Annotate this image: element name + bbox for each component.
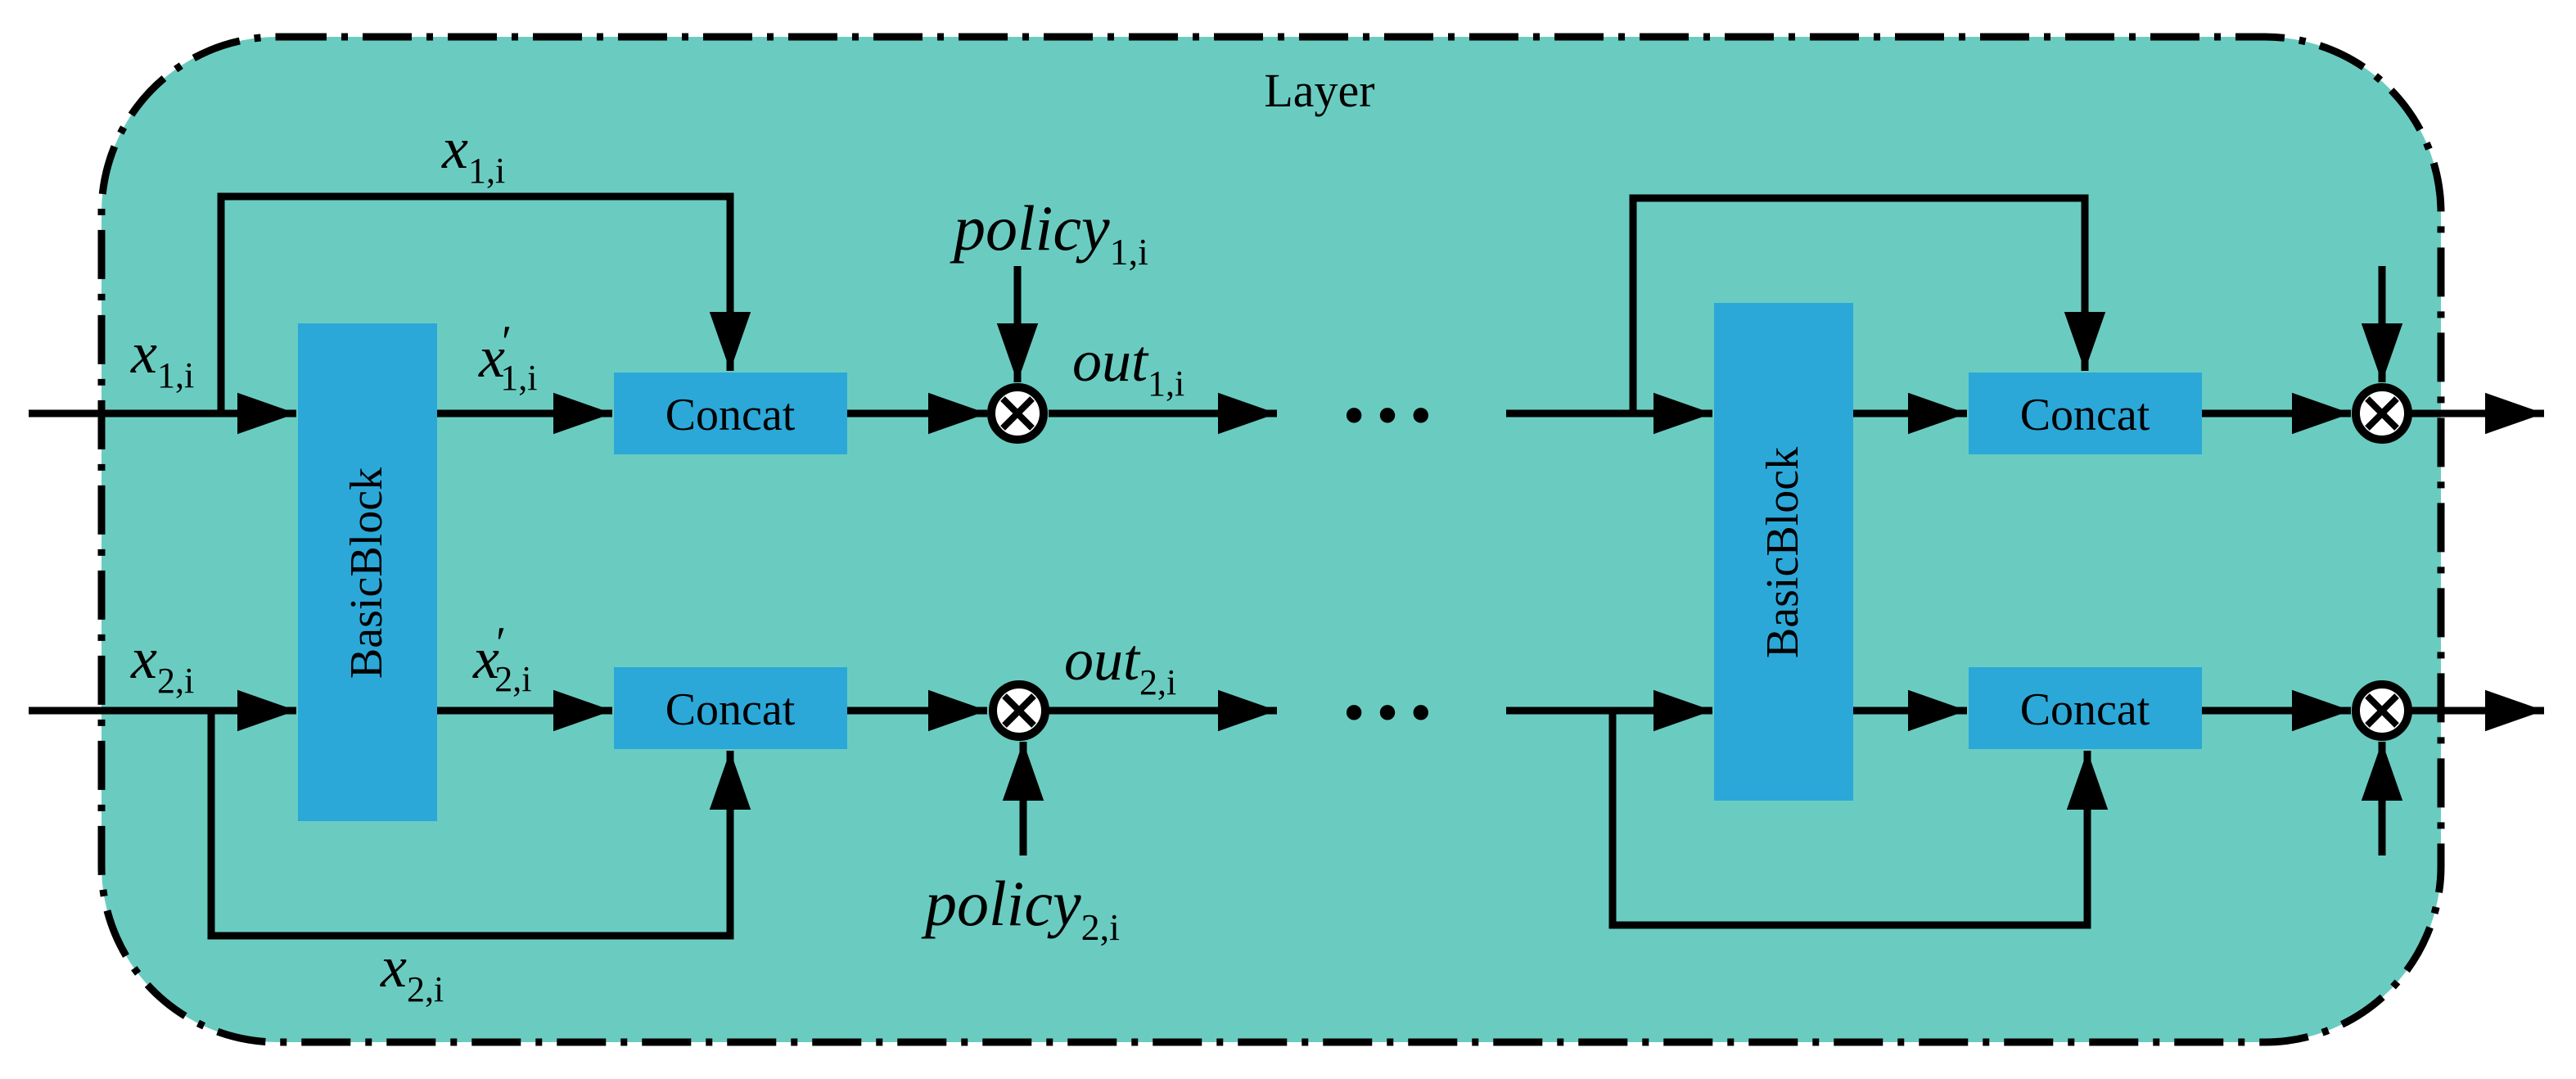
concat-left-bottom-label: Concat — [665, 684, 796, 735]
multiply-node-3 — [2352, 383, 2412, 444]
concat-right-top-label: Concat — [2020, 390, 2150, 440]
x2-skip-connection — [207, 711, 751, 940]
basic-block-left — [298, 323, 437, 821]
concat-left-top — [614, 372, 847, 454]
label-x1-input: x1,i — [130, 320, 194, 395]
basic-block-left-label: BasicBlock — [341, 467, 392, 679]
label-x2-prime: x′2,i — [472, 618, 531, 699]
ellipsis-bottom: • • • — [1344, 681, 1430, 743]
concat-right-bottom-label: Concat — [2020, 684, 2150, 735]
layer-title: Layer — [1264, 64, 1374, 117]
multiply-node-4 — [2352, 680, 2412, 741]
multiply-node-2 — [989, 680, 1049, 741]
layer-container — [97, 33, 2445, 1046]
basic-block-right-label: BasicBlock — [1757, 447, 1808, 658]
x1-skip-connection — [217, 192, 751, 413]
concat-left-bottom — [614, 667, 847, 749]
label-out2: out2,i — [1064, 627, 1176, 702]
ellipsis-top: • • • — [1344, 384, 1430, 446]
concat-right-bottom — [1969, 667, 2202, 749]
label-x2-skip: x2,i — [380, 934, 444, 1009]
multiply-node-1 — [987, 383, 1048, 444]
right-top-skip-connection — [1629, 194, 2106, 413]
label-x1-prime: x′1,i — [478, 317, 537, 398]
concat-left-top-label: Concat — [665, 390, 796, 440]
basic-block-right — [1714, 303, 1853, 801]
concat-right-top — [1969, 372, 2202, 454]
label-policy1: policy1,i — [950, 192, 1148, 273]
label-out1: out1,i — [1072, 328, 1184, 404]
label-policy2: policy2,i — [921, 868, 1120, 948]
right-bottom-skip-connection — [1608, 711, 2109, 929]
label-x1-skip: x1,i — [441, 115, 505, 191]
label-x2-input: x2,i — [130, 625, 194, 701]
